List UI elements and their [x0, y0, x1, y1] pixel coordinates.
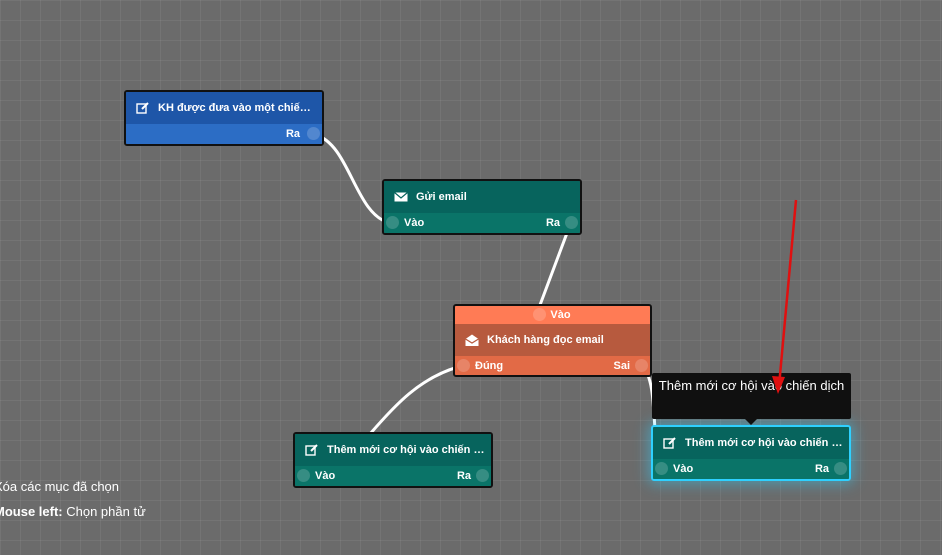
- node-footer: Đúng Sai: [455, 356, 650, 375]
- input-label: Vào: [550, 309, 571, 321]
- node-title: Thêm mới cơ hội vào chiến dịch: [327, 444, 491, 456]
- input-port[interactable]: [297, 469, 310, 482]
- node-add-opportunity-left[interactable]: Thêm mới cơ hội vào chiến dịch Vào Ra: [293, 432, 493, 488]
- node-header: Khách hàng đọc email: [455, 324, 650, 356]
- input-port[interactable]: [655, 462, 668, 475]
- help-line-delete: Xóa các mục đã chọn: [0, 479, 119, 494]
- help-select-key: Mouse left:: [0, 504, 63, 519]
- tooltip-text: Thêm mới cơ hội vào chiến dịch: [658, 378, 845, 393]
- true-port[interactable]: [457, 359, 470, 372]
- node-title: Gửi email: [416, 191, 467, 203]
- output-port[interactable]: [834, 462, 847, 475]
- connection-trigger-to-send-email: [315, 133, 391, 225]
- help-delete-text: Xóa các mục đã chọn: [0, 479, 120, 494]
- node-input-bar: Vào: [455, 306, 650, 324]
- output-port[interactable]: [565, 216, 578, 229]
- input-label: Vào: [315, 470, 336, 482]
- node-header: Thêm mới cơ hội vào chiến dịch: [653, 427, 849, 459]
- node-header: Gửi email: [384, 181, 580, 213]
- node-condition[interactable]: Vào Khách hàng đọc email Đúng Sai: [453, 304, 652, 377]
- node-footer: Ra: [126, 124, 322, 144]
- connection-true-to-left-action: [368, 365, 459, 435]
- output-label: Ra: [545, 217, 560, 229]
- node-add-opportunity-right[interactable]: Thêm mới cơ hội vào chiến dịch Vào Ra: [651, 425, 851, 481]
- help-line-select: Mouse left: Chọn phần tử: [0, 504, 146, 519]
- open-envelope-icon: [465, 334, 479, 346]
- node-send-email[interactable]: Gửi email Vào Ra: [382, 179, 582, 235]
- node-tooltip: Thêm mới cơ hội vào chiến dịch: [652, 373, 851, 425]
- output-label: Ra: [285, 128, 300, 140]
- output-label: Ra: [814, 463, 829, 475]
- edit-icon: [136, 102, 149, 114]
- node-header: Thêm mới cơ hội vào chiến dịch: [295, 434, 491, 466]
- false-label: Sai: [613, 359, 630, 372]
- help-select-text: Chọn phần tử: [62, 504, 146, 519]
- edit-icon: [663, 437, 676, 449]
- input-port[interactable]: [386, 216, 399, 229]
- output-label: Ra: [456, 470, 471, 482]
- node-footer: Vào Ra: [384, 213, 580, 233]
- node-trigger[interactable]: KH được đưa vào một chiến d... Ra: [124, 90, 324, 146]
- node-title: Khách hàng đọc email: [487, 334, 604, 346]
- node-footer: Vào Ra: [653, 459, 849, 479]
- input-port[interactable]: [533, 308, 546, 321]
- node-title: Thêm mới cơ hội vào chiến dịch: [685, 437, 849, 449]
- edit-icon: [305, 444, 318, 456]
- true-label: Đúng: [475, 359, 504, 372]
- node-header: KH được đưa vào một chiến d...: [126, 92, 322, 124]
- output-port[interactable]: [307, 127, 320, 140]
- output-port[interactable]: [476, 469, 489, 482]
- input-label: Vào: [673, 463, 694, 475]
- connection-send-email-to-condition: [538, 224, 572, 306]
- node-title: KH được đưa vào một chiến d...: [158, 102, 322, 114]
- false-port[interactable]: [635, 359, 648, 372]
- tooltip-pointer: [745, 419, 757, 425]
- node-footer: Vào Ra: [295, 466, 491, 486]
- envelope-icon: [394, 192, 408, 202]
- input-label: Vào: [404, 217, 425, 229]
